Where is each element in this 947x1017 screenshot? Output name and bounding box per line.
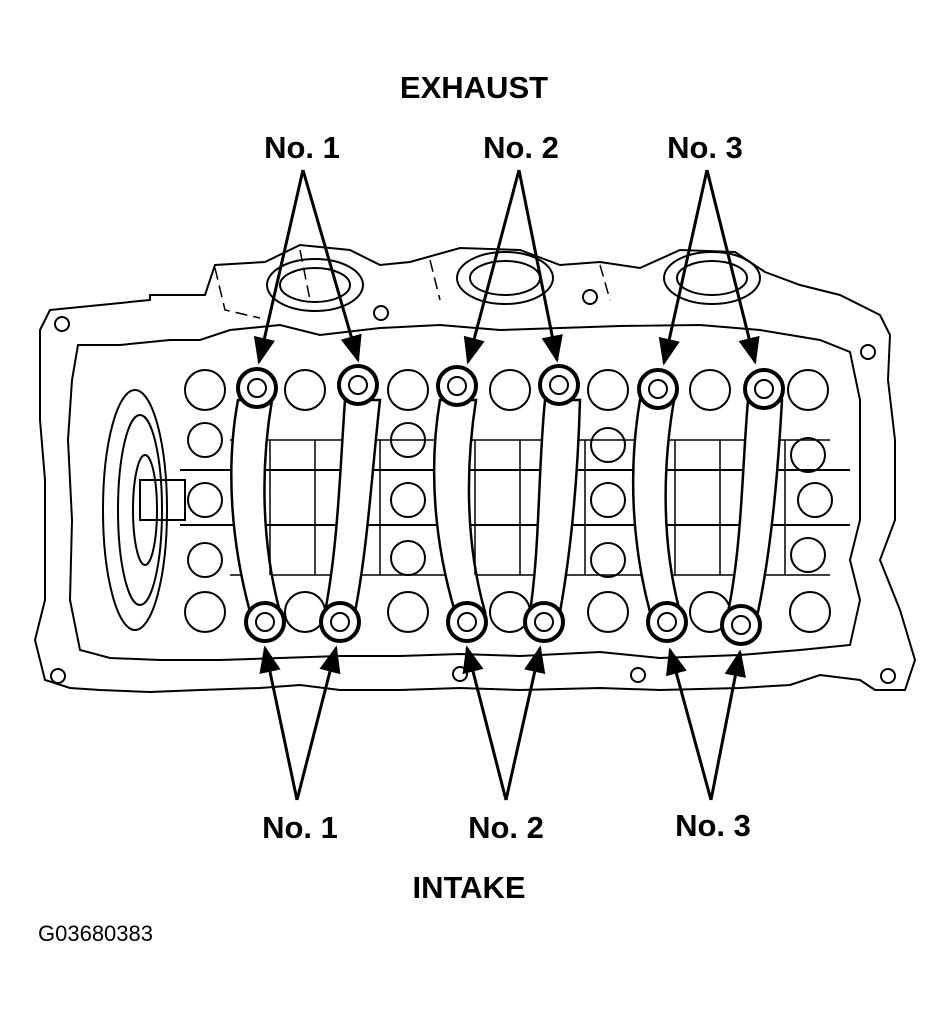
valve-circles xyxy=(184,369,833,633)
intake-bolts xyxy=(244,601,762,646)
intake-no3-label: No. 3 xyxy=(675,808,751,843)
mount-holes xyxy=(50,289,896,684)
exhaust-label: EXHAUST xyxy=(399,70,549,105)
intake-arrows xyxy=(259,645,746,801)
exhaust-arrows xyxy=(253,169,760,366)
intake-label: INTAKE xyxy=(412,870,526,905)
head-outline xyxy=(33,243,917,694)
exhaust-no1-label: No. 1 xyxy=(264,130,340,165)
exhaust-bolts xyxy=(236,364,785,410)
exhaust-no3-label: No. 3 xyxy=(667,130,743,165)
figure-code: G03680383 xyxy=(38,921,153,946)
intake-no1-label: No. 1 xyxy=(262,810,338,845)
cam-pulley xyxy=(102,389,186,631)
intake-no2-label: No. 2 xyxy=(468,810,544,845)
exhaust-ports xyxy=(266,251,761,312)
exhaust-no2-label: No. 2 xyxy=(483,130,559,165)
rocker-shaft-lines xyxy=(269,440,786,575)
rocker-holders xyxy=(230,398,784,614)
